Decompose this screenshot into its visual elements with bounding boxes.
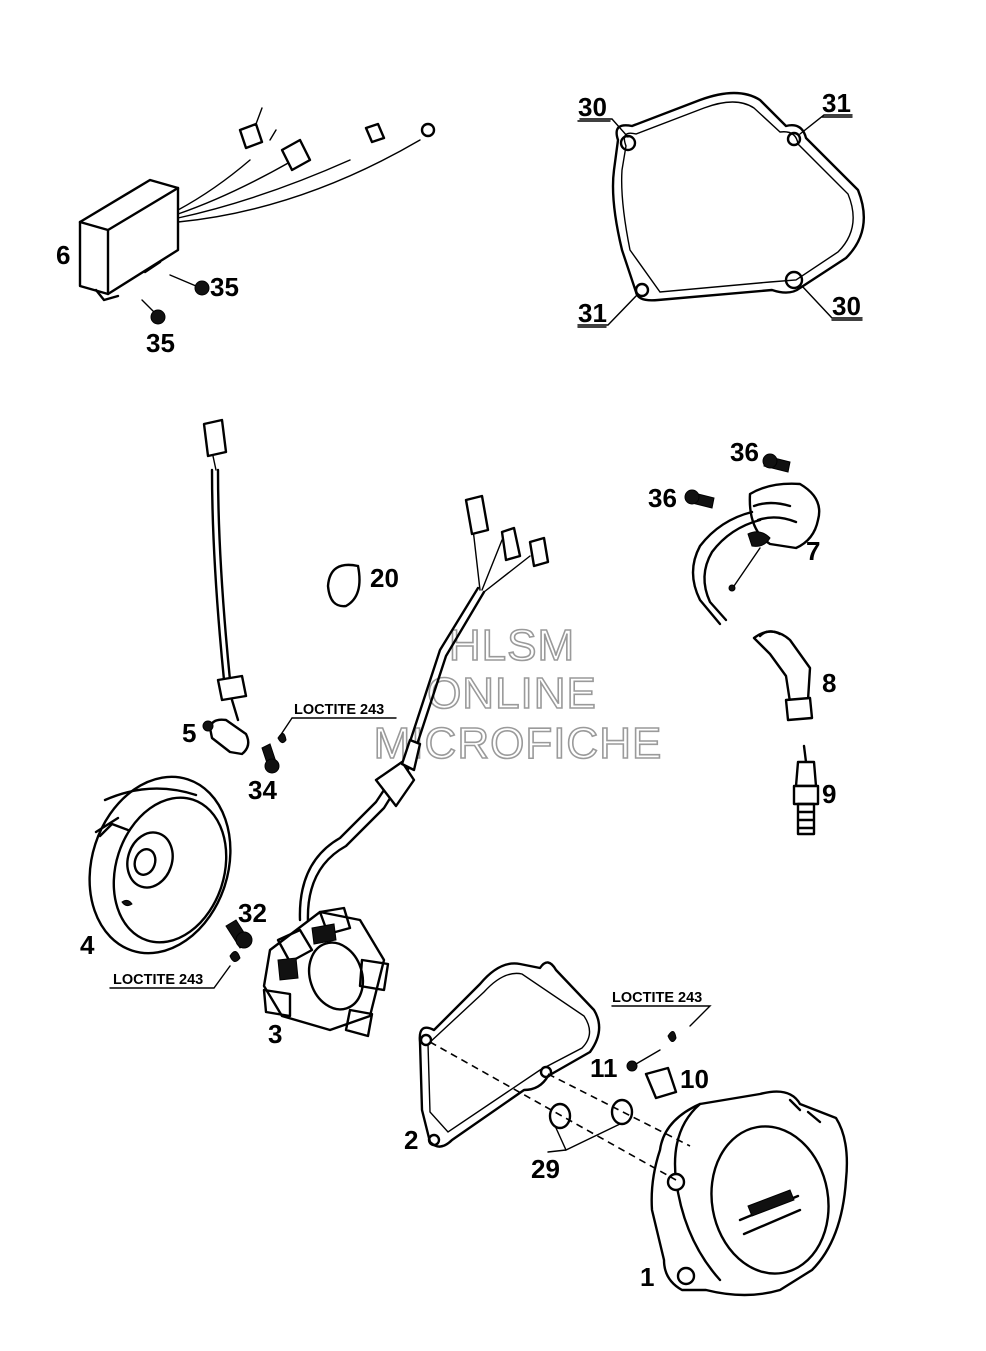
watermark-line-3: MICROFICHE [374, 719, 663, 768]
loctite-note-right: LOCTITE 243 [612, 990, 702, 1006]
callout-31-top: 31 [822, 88, 851, 118]
ignition-coil [691, 482, 821, 626]
callout-36-lower: 36 [648, 483, 677, 513]
callout-9: 9 [822, 779, 836, 809]
pickup-sensor [202, 418, 250, 756]
bolt-32 [225, 919, 253, 962]
screw-11 [626, 1031, 677, 1072]
watermark-line-2: ONLINE [427, 669, 597, 718]
watermark: HLSM ONLINE MICROFICHE [373, 620, 663, 769]
flywheel-rotor [88, 775, 232, 955]
callout-36-upper: 36 [730, 437, 759, 467]
stator [262, 494, 550, 1038]
callout-31-bottom: 31 [578, 298, 607, 328]
ignition-cover [650, 1090, 849, 1297]
bolt-36-lower [684, 489, 715, 509]
callout-underlines [577, 116, 863, 328]
callout-6: 6 [56, 240, 70, 270]
ignition-cover-gasket [611, 91, 865, 302]
callout-32: 32 [238, 898, 267, 928]
callout-8: 8 [822, 668, 836, 698]
bolt-35-right [169, 274, 210, 296]
callout-3: 3 [268, 1019, 282, 1049]
spark-plug [792, 744, 820, 836]
leader-lines-30-31 [577, 114, 863, 326]
cable-clip-20 [326, 563, 361, 608]
cover-gasket-2 [418, 961, 601, 1148]
callout-30-bottom: 30 [832, 291, 861, 321]
cdi-unit [78, 107, 436, 302]
loctite-note-left: LOCTITE 243 [113, 972, 203, 988]
watermark-line-1: HLSM [449, 621, 575, 670]
callout-34: 34 [248, 775, 277, 805]
callout-1: 1 [640, 1262, 654, 1292]
loctite-leaders [109, 717, 712, 1027]
loctite-note-upper: LOCTITE 243 [294, 702, 384, 718]
spark-plug-cap [752, 630, 814, 722]
callout-35-right: 35 [210, 272, 239, 302]
bolt-36-upper [762, 453, 791, 473]
alignment-lines [429, 1041, 691, 1181]
callout-2: 2 [404, 1125, 418, 1155]
callout-5: 5 [182, 718, 196, 748]
callout-35-bottom: 35 [146, 328, 175, 358]
callout-30-top: 30 [578, 92, 607, 122]
callout-7: 7 [806, 536, 820, 566]
callout-11: 11 [590, 1053, 618, 1083]
callout-4: 4 [80, 930, 95, 960]
dowel-sleeves-29 [547, 1098, 634, 1153]
callout-20: 20 [370, 563, 399, 593]
bolt-35-bottom [141, 299, 166, 325]
callout-29: 29 [531, 1154, 560, 1184]
screw-34 [261, 733, 287, 774]
callout-10: 10 [680, 1064, 709, 1094]
bracket-10 [644, 1066, 678, 1100]
